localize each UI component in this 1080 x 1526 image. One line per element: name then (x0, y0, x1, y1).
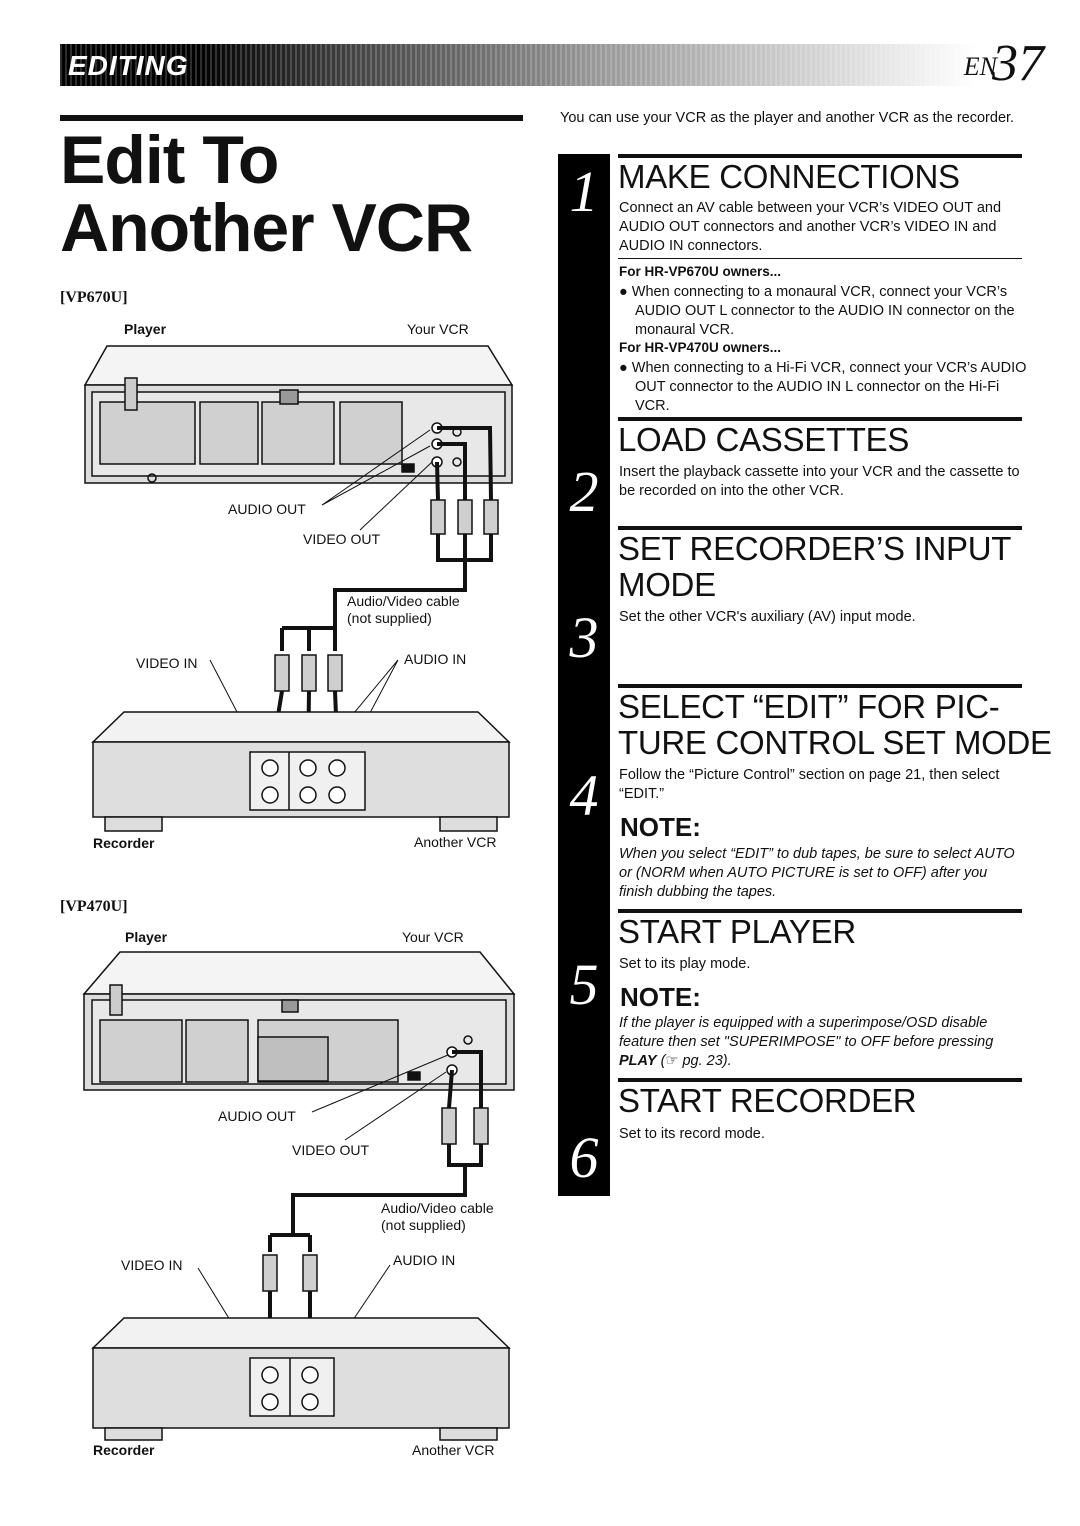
another-vcr-label: Another VCR (412, 1442, 495, 1458)
av-cable-note: (not supplied) (347, 610, 432, 626)
step-text: Set the other VCR's auxiliary (AV) input… (619, 609, 916, 625)
note-text: If the player is equipped with a superim… (619, 1014, 1021, 1071)
player-label: Player (124, 321, 167, 337)
step-number: 6 (569, 1125, 599, 1190)
your-vcr-label: Your VCR (402, 929, 464, 945)
step-rule (618, 417, 1022, 421)
video-out-label: VIDEO OUT (292, 1142, 370, 1158)
your-vcr-label: Your VCR (407, 321, 469, 337)
recorder-vcr-rear (91, 711, 511, 832)
model-label-vp670u: [VP670U] (60, 289, 128, 306)
player-output-plugs (441, 1107, 489, 1145)
av-cable-label: Audio/Video cable (381, 1200, 494, 1216)
player-label: Player (125, 929, 168, 945)
step-rule (618, 909, 1022, 913)
page-number: 37 (992, 35, 1044, 92)
recorder-label: Recorder (93, 1442, 155, 1458)
step-number: 5 (569, 952, 599, 1017)
page-title-line-2: Another VCR (60, 190, 473, 266)
step-rule (618, 526, 1022, 530)
owner-note: ● When connecting to a Hi-Fi VCR, connec… (619, 360, 1027, 414)
step-text: Insert the playback cassette into your V… (619, 464, 1020, 499)
owner-subheading: For HR-VP470U owners... (619, 340, 782, 355)
step-rule (618, 1078, 1022, 1082)
owner-subheading: For HR-VP670U owners... (619, 264, 782, 279)
title-rule (60, 115, 523, 121)
output-pointer-lines (311, 1054, 449, 1141)
page-title-line-1: Edit To (60, 122, 279, 198)
recorder-input-plugs (262, 1254, 318, 1292)
av-cable-label: Audio/Video cable (347, 593, 460, 609)
step-rule (618, 154, 1022, 158)
step-number: 4 (569, 763, 599, 828)
another-vcr-label: Another VCR (414, 834, 497, 850)
step-heading-line: SET RECORDER’S INPUT (618, 530, 1012, 567)
model-label-vp470u: [VP470U] (60, 898, 128, 915)
step-text: Connect an AV cable between your VCR’s V… (619, 200, 1002, 254)
intro-text: You can use your VCR as the player and a… (560, 110, 1015, 126)
step-text: Set to its record mode. (619, 1126, 765, 1142)
player-vcr-rear (83, 345, 514, 484)
step-text: Follow the “Picture Control” section on … (619, 767, 1000, 802)
step-heading-line: SELECT “EDIT” FOR PIC- (618, 688, 1000, 725)
video-out-label: VIDEO OUT (303, 531, 381, 547)
page-title: Edit To Another VCR (60, 126, 473, 262)
audio-out-label: AUDIO OUT (218, 1108, 296, 1124)
section-title: EDITING (68, 50, 189, 81)
video-in-label: VIDEO IN (136, 655, 198, 671)
recorder-label: Recorder (93, 835, 155, 851)
note-text-part: (☞ pg. 23). (656, 1053, 732, 1069)
audio-out-label: AUDIO OUT (228, 501, 306, 517)
vp670u-connection-diagram (83, 345, 514, 832)
step-heading: START RECORDER (618, 1082, 917, 1119)
play-key-label: PLAY (619, 1053, 657, 1069)
output-pointer-lines (321, 429, 433, 531)
note-text: When you select “EDIT” to dub tapes, be … (619, 846, 1015, 900)
player-output-cables (447, 1050, 483, 1109)
player-output-cables (435, 426, 493, 501)
owner-note: ● When connecting to a monaural VCR, con… (619, 284, 1015, 338)
av-cable-bundle (268, 1144, 483, 1252)
step-number: 2 (569, 459, 599, 524)
recorder-vcr-rear (91, 1317, 511, 1441)
step-heading-line: MODE (618, 566, 716, 603)
step-heading: MAKE CONNECTIONS (618, 158, 960, 195)
vp470u-connection-diagram (82, 951, 516, 1441)
step-heading: START PLAYER (618, 913, 856, 950)
av-cable-bundle (280, 534, 493, 651)
step-heading-line: TURE CONTROL SET MODE (618, 724, 1052, 761)
audio-in-label: AUDIO IN (393, 1252, 456, 1268)
video-in-label: VIDEO IN (121, 1257, 183, 1273)
av-cable-note: (not supplied) (381, 1217, 466, 1233)
note-text-part: If the player is equipped with a superim… (619, 1015, 994, 1050)
audio-in-label: AUDIO IN (404, 651, 467, 667)
player-output-plugs (430, 499, 499, 535)
step-number: 3 (569, 605, 599, 670)
step-heading: SET RECORDER’S INPUT MODE (618, 531, 1011, 603)
section-header-band: EDITING (60, 44, 1045, 86)
note-heading: NOTE: (620, 812, 701, 842)
step-heading: SELECT “EDIT” FOR PIC- TURE CONTROL SET … (618, 689, 1052, 761)
step-rule (618, 684, 1022, 688)
step-heading: LOAD CASSETTES (618, 421, 910, 458)
note-heading: NOTE: (620, 982, 701, 1012)
step-text: Set to its play mode. (619, 956, 751, 972)
player-vcr-rear (82, 951, 516, 1091)
divider (618, 258, 1022, 259)
language-label: EN (963, 52, 997, 81)
step-number: 1 (569, 159, 599, 224)
step-number-bar (558, 154, 610, 1196)
recorder-input-plugs (274, 654, 343, 692)
